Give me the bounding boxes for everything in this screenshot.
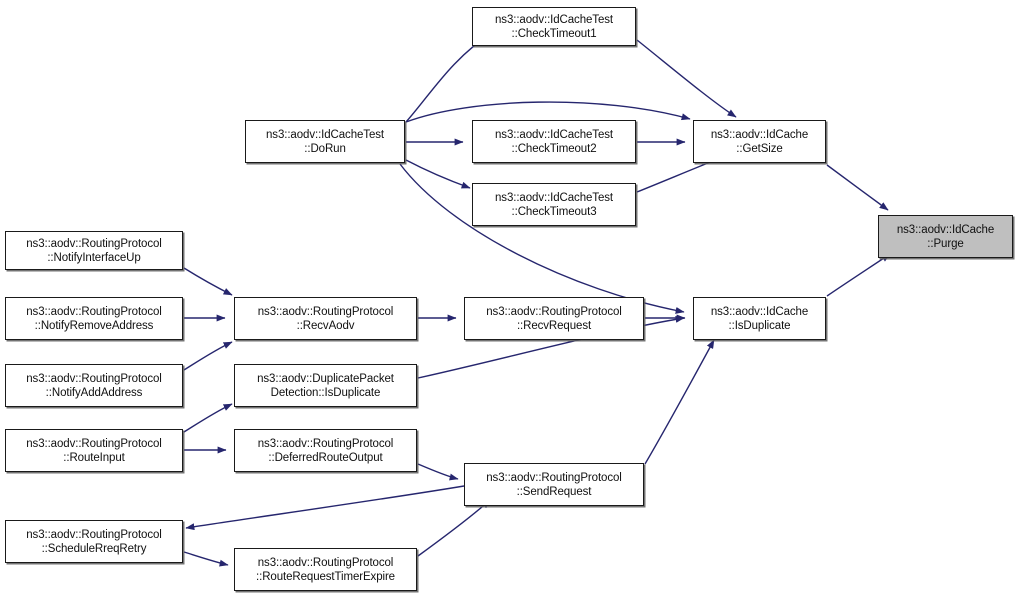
edge-schedulerreqretry-to-routerequesttimerexpire — [183, 551, 229, 567]
node-label-line2: ::SendRequest — [516, 485, 592, 498]
node-label-line2: ::NotifyInterfaceUp — [47, 251, 141, 264]
node-label-line2: Detection::IsDuplicate — [270, 386, 381, 399]
node-checktimeout3[interactable]: ns3::aodv::IdCacheTest::CheckTimeout3 — [472, 183, 636, 226]
node-notifyaddaddress[interactable]: ns3::aodv::RoutingProtocol::NotifyAddAdd… — [5, 364, 183, 407]
node-getsize[interactable]: ns3::aodv::IdCache::GetSize — [693, 120, 826, 163]
node-label-line1: ns3::aodv::IdCacheTest — [266, 128, 384, 141]
node-checktimeout2[interactable]: ns3::aodv::IdCacheTest::CheckTimeout2 — [472, 120, 636, 163]
node-label-line1: ns3::aodv::IdCacheTest — [495, 128, 613, 141]
node-checktimeout1[interactable]: ns3::aodv::IdCacheTest::CheckTimeout1 — [472, 7, 636, 46]
node-label-line2: ::DoRun — [304, 142, 346, 155]
node-notifyremoveaddress[interactable]: ns3::aodv::RoutingProtocol::NotifyRemove… — [5, 297, 183, 340]
node-label-line1: ns3::aodv::IdCache — [896, 223, 995, 236]
node-label-line2: ::CheckTimeout2 — [511, 142, 597, 155]
node-label-line1: ns3::aodv::RoutingProtocol — [26, 528, 162, 541]
node-label-line2: ::RouteInput — [63, 451, 125, 464]
edge-checktimeout1-to-getsize — [636, 39, 737, 118]
edge-routeinput-to-dpdisduplicate — [183, 403, 233, 433]
node-deferredrouteoutput[interactable]: ns3::aodv::RoutingProtocol::DeferredRout… — [234, 429, 417, 472]
edge-notifyinterfaceup-to-recvaodv — [183, 267, 233, 296]
node-label-line2: ::DeferredRouteOutput — [268, 451, 383, 464]
node-label-line2: ::CheckTimeout1 — [511, 27, 597, 40]
edge-getsize-to-purge — [826, 164, 889, 211]
node-routeinput[interactable]: ns3::aodv::RoutingProtocol::RouteInput — [5, 429, 183, 472]
node-label-line1: ns3::aodv::IdCache — [710, 128, 809, 141]
node-schedulerreqretry[interactable]: ns3::aodv::RoutingProtocol::ScheduleRreq… — [5, 520, 183, 563]
node-label-line1: ns3::aodv::RoutingProtocol — [26, 305, 162, 318]
node-label-line1: ns3::aodv::IdCacheTest — [495, 13, 613, 26]
node-label-line1: ns3::aodv::RoutingProtocol — [26, 237, 162, 250]
node-label-line1: ns3::aodv::RoutingProtocol — [26, 437, 162, 450]
node-label-line2: ::IsDuplicate — [728, 319, 791, 332]
node-label-line1: ns3::aodv::RoutingProtocol — [257, 305, 394, 318]
node-label-line2: ::RouteRequestTimerExpire — [256, 570, 395, 583]
node-label-line1: ns3::aodv::RoutingProtocol — [486, 471, 622, 484]
node-label-line2: ::NotifyAddAddress — [45, 386, 143, 399]
node-label-line1: ns3::aodv::DuplicatePacket — [257, 372, 394, 385]
node-label-line2: ::NotifyRemoveAddress — [34, 319, 154, 332]
node-label-line2: ::RecvRequest — [516, 319, 592, 332]
edge-deferredrouteoutput-to-sendrequest — [417, 463, 459, 481]
node-label-line2: ::Purge — [927, 237, 964, 250]
node-label-line1: ns3::aodv::RoutingProtocol — [257, 437, 394, 450]
node-dorun[interactable]: ns3::aodv::IdCacheTest::DoRun — [245, 120, 405, 163]
edge-dorun-to-checktimeout3 — [405, 159, 471, 189]
node-label-line2: ::CheckTimeout3 — [511, 205, 597, 218]
node-label-line2: ::GetSize — [736, 142, 783, 155]
node-recvaodv[interactable]: ns3::aodv::RoutingProtocol::RecvAodv — [234, 297, 417, 340]
edge-notifyaddaddress-to-recvaodv — [183, 341, 233, 371]
node-label-line1: ns3::aodv::RoutingProtocol — [26, 372, 162, 385]
node-label-line1: ns3::aodv::IdCache — [710, 305, 809, 318]
node-label-line2: ::RecvAodv — [296, 319, 355, 332]
node-isduplicate[interactable]: ns3::aodv::IdCache::IsDuplicate — [693, 297, 826, 340]
edge-dorun-to-checktimeout1 — [405, 32, 493, 123]
node-label-line2: ::ScheduleRreqRetry — [41, 542, 147, 555]
edge-sendrequest-to-schedulerreqretry — [185, 485, 465, 531]
node-label-line1: ns3::aodv::RoutingProtocol — [257, 556, 394, 569]
edge-isduplicate-to-purge — [826, 253, 891, 297]
node-sendrequest[interactable]: ns3::aodv::RoutingProtocol::SendRequest — [464, 463, 644, 506]
node-notifyinterfaceup[interactable]: ns3::aodv::RoutingProtocol::NotifyInterf… — [5, 231, 183, 270]
edge-dorun-to-getsize — [405, 101, 691, 123]
edge-routerequesttimerexpire-to-sendrequest — [417, 499, 491, 557]
node-routerequesttimerexpire[interactable]: ns3::aodv::RoutingProtocol::RouteRequest… — [234, 548, 417, 591]
node-label-line1: ns3::aodv::IdCacheTest — [495, 191, 613, 204]
node-recvrequest[interactable]: ns3::aodv::RoutingProtocol::RecvRequest — [464, 297, 644, 340]
edge-sendrequest-to-isduplicate — [644, 339, 715, 465]
node-purge[interactable]: ns3::aodv::IdCache::Purge — [878, 215, 1013, 258]
node-label-line1: ns3::aodv::RoutingProtocol — [486, 305, 622, 318]
